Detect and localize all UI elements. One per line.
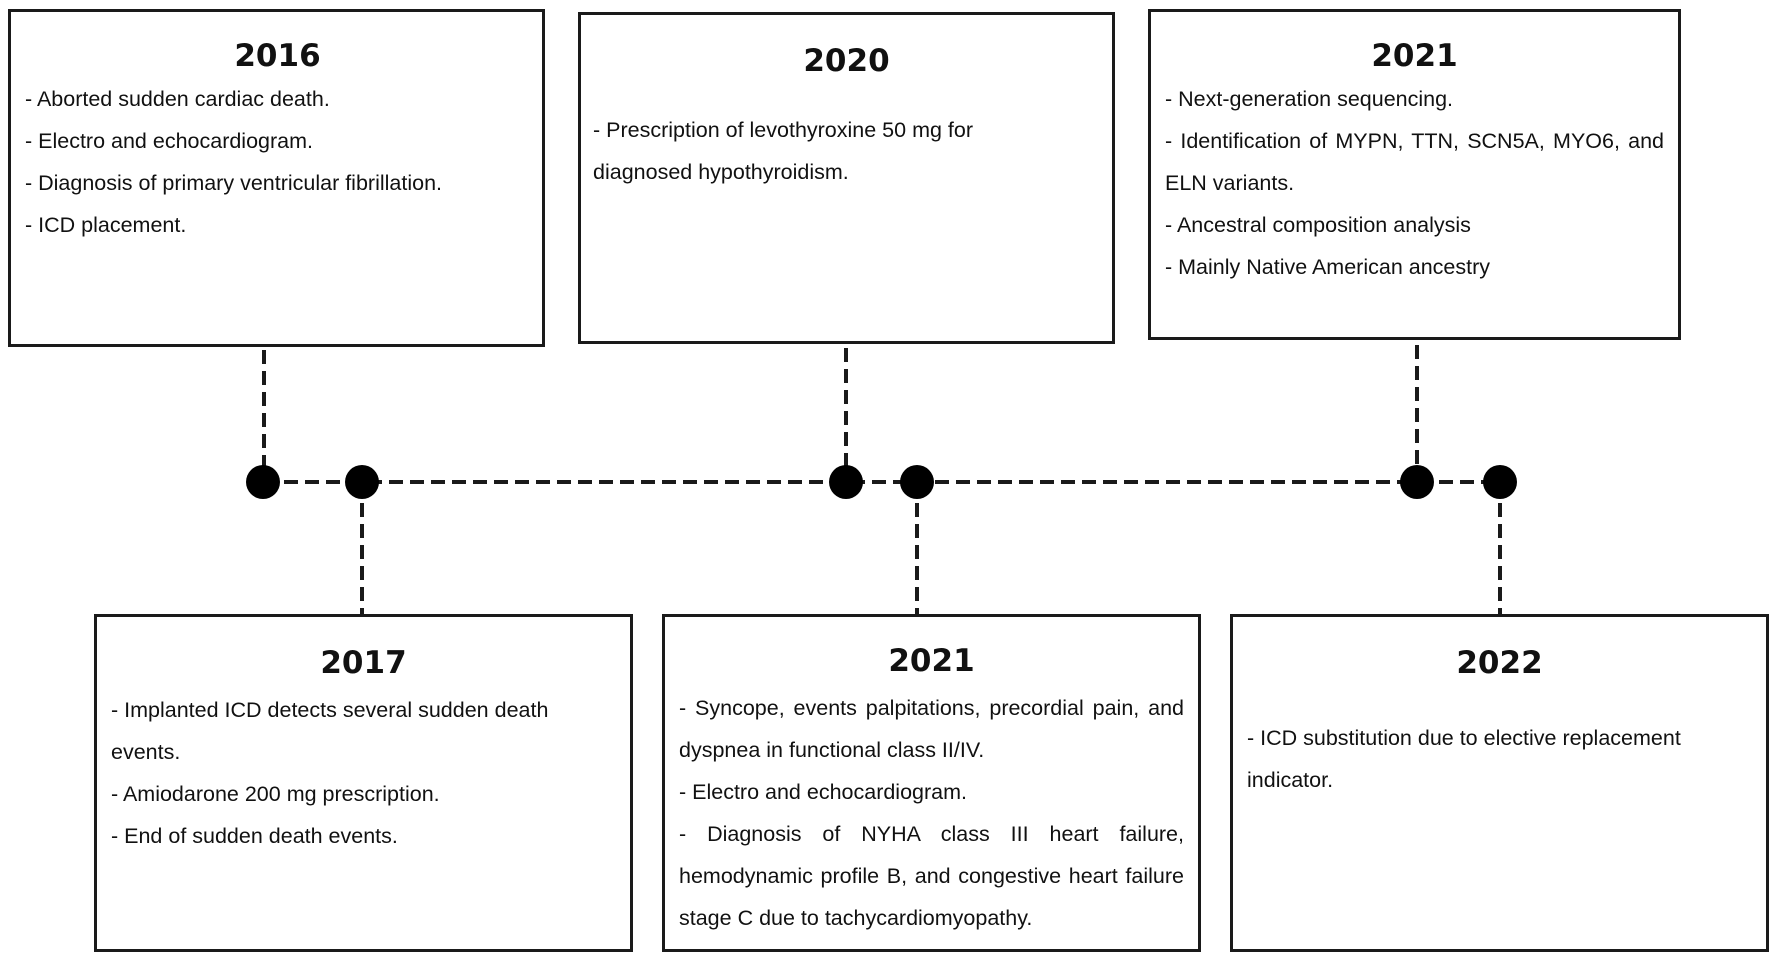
event-item: - Diagnosis of NYHA class III heart fail… <box>679 822 1184 930</box>
event-box-2020: 2020 - Prescription of levothyroxine 50 … <box>578 12 1115 344</box>
timeline-node-2021-clinical <box>900 465 934 499</box>
event-item: - Diagnosis of primary ventricular fibri… <box>25 171 443 195</box>
event-item: - End of sudden death events. <box>111 824 398 848</box>
event-year: 2021 <box>1371 38 1458 74</box>
event-box-2016: 2016 - Aborted sudden cardiac death. - E… <box>8 9 545 347</box>
event-year: 2016 <box>234 38 321 74</box>
event-item: - Prescription of levothyroxine 50 mg fo… <box>593 118 973 184</box>
event-item: - Mainly Native American ancestry <box>1165 255 1490 279</box>
timeline-node-2022 <box>1483 465 1517 499</box>
timeline-node-2017 <box>345 465 379 499</box>
event-item: - Next-generation sequencing. <box>1165 87 1454 111</box>
event-item: - Ancestral composition analysis <box>1165 213 1471 237</box>
event-item: - Electro and echocardiogram. <box>25 129 314 153</box>
event-item: - Implanted ICD detects several sudden d… <box>111 698 549 764</box>
event-year: 2021 <box>888 643 975 679</box>
event-box-2022: 2022 - ICD substitution due to elective … <box>1230 614 1769 952</box>
event-box-2021-clinical: 2021 - Syncope, events palpitations, pre… <box>662 614 1201 952</box>
event-item: - Aborted sudden cardiac death. <box>25 87 330 111</box>
timeline-node-2021-genetic <box>1400 465 1434 499</box>
timeline-node-2016 <box>246 465 280 499</box>
event-year: 2020 <box>803 43 890 79</box>
event-year: 2017 <box>320 645 407 681</box>
timeline-node-2020 <box>829 465 863 499</box>
event-item: - Syncope, events palpitations, precordi… <box>679 696 1184 762</box>
event-item: - Amiodarone 200 mg prescription. <box>111 782 440 806</box>
event-item: - Identification of MYPN, TTN, SCN5A, MY… <box>1165 129 1664 195</box>
event-box-2021-genetic: 2021 - Next-generation sequencing. - Ide… <box>1148 9 1681 340</box>
event-item: - ICD substitution due to elective repla… <box>1247 726 1681 792</box>
event-item: - ICD placement. <box>25 213 187 237</box>
event-box-2017: 2017 - Implanted ICD detects several sud… <box>94 614 633 952</box>
event-item: - Electro and echocardiogram. <box>679 780 968 804</box>
event-year: 2022 <box>1456 645 1543 681</box>
